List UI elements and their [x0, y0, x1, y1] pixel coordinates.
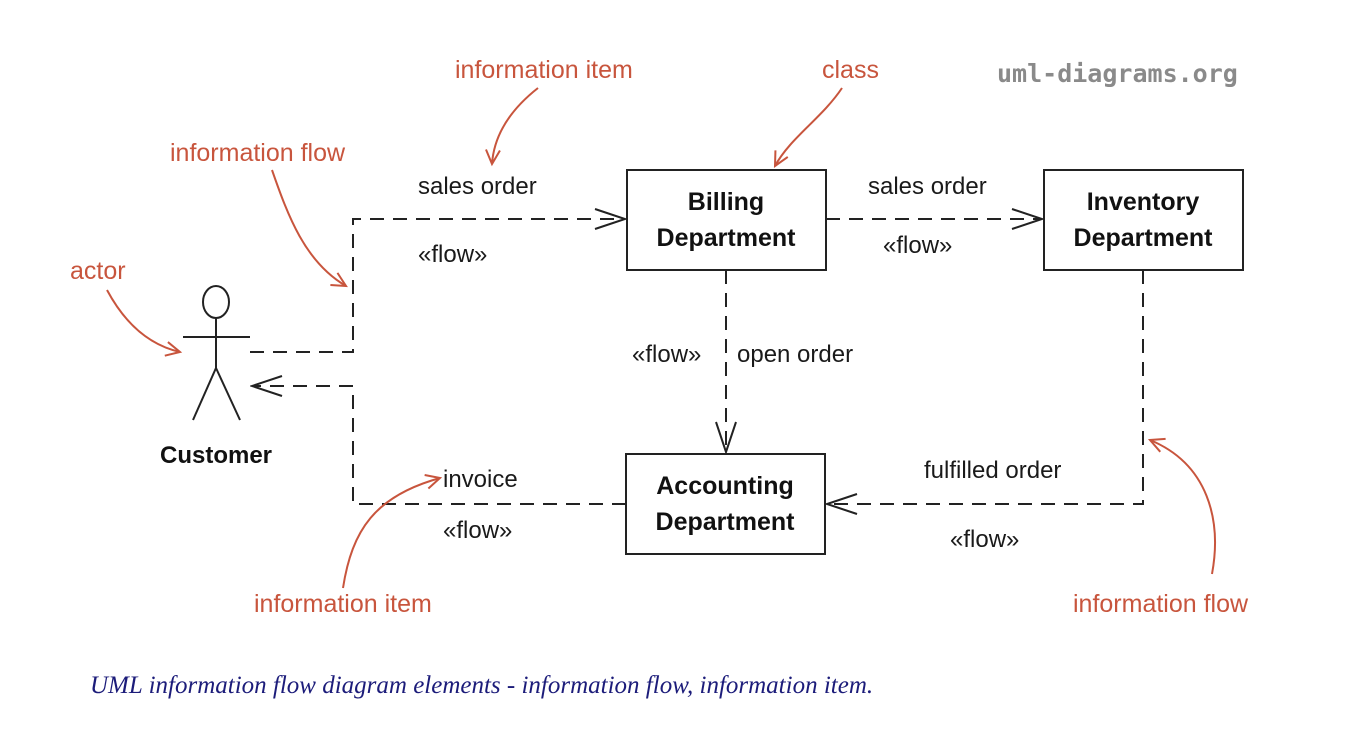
- annotation-information-item: information item: [455, 56, 633, 84]
- annotation-arrow: [342, 474, 443, 589]
- actor-leg-right: [215, 367, 241, 421]
- flow-stereotype-label: «flow»: [443, 517, 512, 544]
- annotation-arrow: [271, 169, 348, 288]
- information-item-label: invoice: [443, 466, 518, 493]
- flow-stereotype-label: «flow»: [883, 232, 952, 259]
- annotation-actor: actor: [70, 257, 126, 285]
- class-name-line: Inventory: [1087, 188, 1200, 216]
- class-billing-department[interactable]: Billing Department: [626, 169, 827, 271]
- information-item-label: open order: [737, 341, 853, 368]
- flow-stereotype-label: «flow»: [632, 341, 701, 368]
- flow-stereotype-label: «flow»: [418, 241, 487, 268]
- information-item-label: sales order: [868, 173, 987, 200]
- actor-name: Customer: [160, 442, 272, 469]
- actor-customer[interactable]: [183, 285, 250, 421]
- class-name-line: Billing: [688, 188, 764, 216]
- annotation-arrow: [106, 289, 183, 357]
- class-name-line: Department: [657, 224, 797, 252]
- class-name-line: Accounting: [656, 472, 794, 500]
- annotation-information-flow: information flow: [1073, 590, 1249, 618]
- actor-head: [202, 285, 230, 319]
- annotation-information-item: information item: [254, 590, 432, 618]
- class-inventory-department[interactable]: Inventory Department: [1043, 169, 1244, 271]
- watermark: uml-diagrams.org: [997, 59, 1238, 88]
- flow-inventory-to-accounting[interactable]: [827, 270, 1144, 504]
- annotation-arrow: [485, 87, 539, 167]
- actor-leg-left: [192, 367, 217, 421]
- information-item-label: sales order: [418, 173, 537, 200]
- flow-customer-to-billing[interactable]: [250, 219, 625, 353]
- class-name-line: Department: [656, 508, 796, 536]
- flow-accounting-to-customer[interactable]: [252, 386, 626, 505]
- annotation-information-flow: information flow: [170, 139, 346, 167]
- annotation-arrow: [1147, 437, 1216, 575]
- annotation-arrow: [773, 87, 843, 168]
- figure-caption: UML information flow diagram elements - …: [90, 672, 874, 699]
- annotation-class: class: [822, 56, 879, 84]
- information-item-label: fulfilled order: [924, 457, 1061, 484]
- class-name-line: Department: [1074, 224, 1214, 252]
- flow-stereotype-label: «flow»: [950, 526, 1019, 553]
- class-accounting-department[interactable]: Accounting Department: [625, 453, 826, 555]
